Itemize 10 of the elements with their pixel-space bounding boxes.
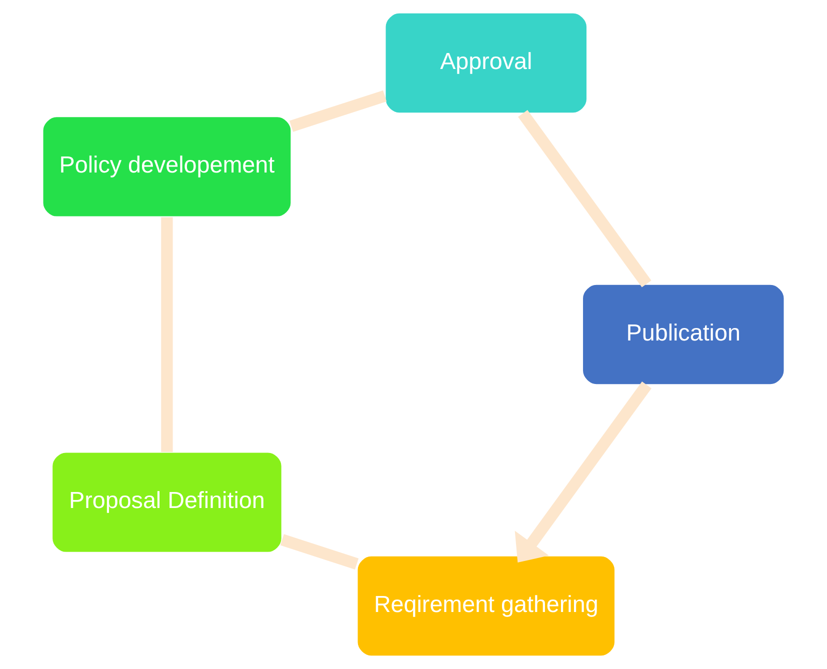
arrow: [514, 382, 652, 563]
connector: [289, 90, 387, 132]
node-box: Approval: [384, 12, 588, 114]
node-box: Policy developement: [42, 116, 292, 218]
connector: [518, 110, 652, 288]
connector: [161, 217, 173, 452]
node-box: Publication: [582, 284, 785, 386]
node-box: Proposal Definition: [51, 452, 282, 554]
node-box: Reqirement gathering: [356, 555, 616, 657]
connector: [280, 534, 359, 570]
